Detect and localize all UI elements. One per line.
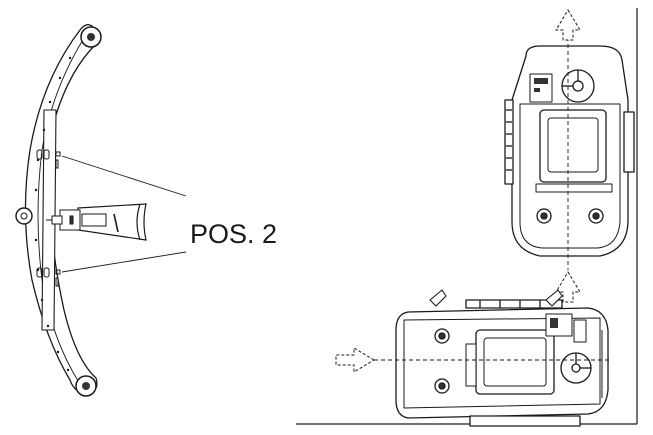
mounting-arm <box>77 203 147 241</box>
bracket-end-wheel-bottom <box>75 375 97 397</box>
direction-arrow-up-top <box>555 9 581 41</box>
bracket-end-wheel-top <box>80 26 102 48</box>
direction-arrow-right <box>335 347 375 373</box>
callout-leader-lines <box>61 155 187 273</box>
bracket-center-boss <box>15 207 33 225</box>
callout-label: POS. 2 <box>190 219 277 249</box>
bracket-slots-upper <box>36 149 61 169</box>
arm-fastener <box>46 209 107 231</box>
machine-top-view <box>504 45 635 257</box>
bracket-slots-lower <box>36 267 61 287</box>
machine-bottom-view <box>395 289 609 427</box>
